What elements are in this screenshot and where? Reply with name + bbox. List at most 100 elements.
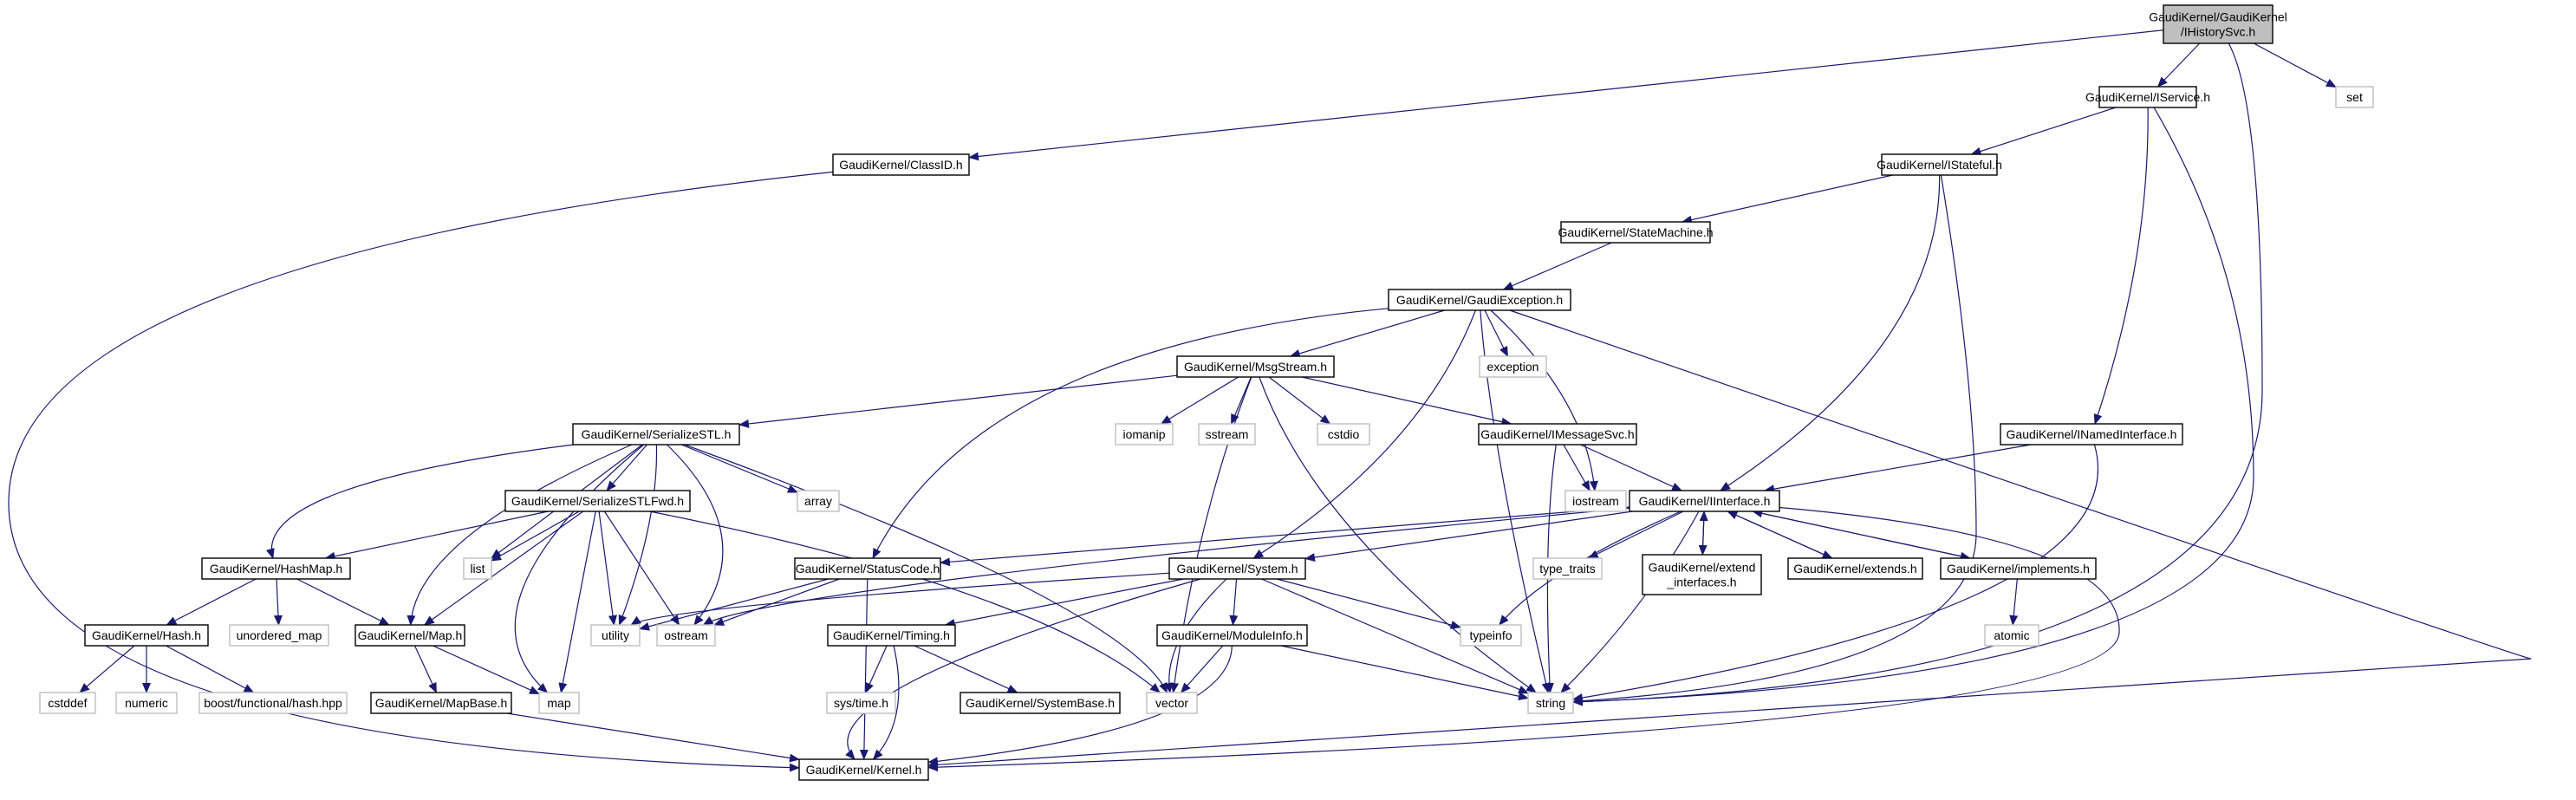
edge-iinterface-to-statuscode [940, 506, 1630, 567]
edge-ihistorysvc-to-iservice [2156, 42, 2201, 88]
node-box [1317, 423, 1370, 446]
edge-msgstream-to-string [1259, 376, 1537, 693]
edge-serializestl-to-hashmap [266, 444, 575, 559]
node-box [1460, 624, 1522, 647]
node-moduleinfo[interactable]: GaudiKernel/ModuleInfo.h [1156, 624, 1308, 647]
node-exception: exception [1479, 355, 1547, 378]
node-gaudiexception[interactable]: GaudiKernel/GaudiException.h [1388, 289, 1571, 311]
node-vector: vector [1146, 692, 1198, 714]
node-hash[interactable]: GaudiKernel/Hash.h [84, 624, 209, 647]
node-mapstd: map [538, 692, 580, 714]
edge-istateful-to-iinterface [1720, 174, 1941, 491]
node-cstddef: cstddef [39, 692, 96, 714]
node-label: sys/time.h [834, 696, 888, 710]
node-box [115, 692, 178, 714]
edge-iinterface-to-ostream [702, 507, 1630, 626]
edge-msgstream-to-vector [1170, 376, 1252, 693]
edge-serializestl-to-serializestlfwd [606, 444, 647, 491]
node-box [355, 624, 465, 647]
edge-imessagesvc-to-iinterface [1580, 444, 1682, 491]
node-label: GaudiKernel/SerializeSTLFwd.h [511, 494, 684, 508]
node-label: numeric [125, 696, 168, 710]
node-systembase[interactable]: GaudiKernel/SystemBase.h [959, 692, 1121, 714]
node-box [1479, 355, 1547, 378]
node-box [1787, 557, 1923, 580]
node-imessagesvc[interactable]: GaudiKernel/IMessageSvc.h [1478, 423, 1637, 446]
edge-inamedinterface-to-string [1572, 444, 2099, 702]
node-box [39, 692, 96, 714]
node-msgstream[interactable]: GaudiKernel/MsgStream.h [1176, 355, 1335, 378]
node-label: GaudiKernel/ClassID.h [839, 158, 962, 172]
node-implements[interactable]: GaudiKernel/implements.h [1940, 557, 2097, 580]
edge-mapgk-to-mapbase [413, 645, 438, 693]
node-typeinfo: typeinfo [1460, 624, 1522, 647]
node-ostream: ostream [656, 624, 716, 647]
edge-iservice-to-string [1572, 107, 2254, 706]
edge-system-to-kernel [845, 578, 1201, 760]
edge-classid-to-kernel [8, 171, 834, 772]
node-ihistorysvc[interactable]: GaudiKernel/GaudiKernel/IHistorySvc.h [2149, 4, 2287, 44]
node-box [832, 153, 970, 176]
node-label: GaudiKernel/System.h [1176, 562, 1298, 576]
edge-hashmap-to-hash [166, 578, 257, 626]
node-label: GaudiKernel/SystemBase.h [966, 696, 1115, 710]
node-timing[interactable]: GaudiKernel/Timing.h [827, 624, 956, 647]
edge-moduleinfo-to-kernel [927, 645, 1233, 766]
node-box [229, 624, 329, 647]
node-box [201, 557, 351, 580]
edge-msgstream-to-serializestl [738, 374, 1178, 428]
node-mapbase[interactable]: GaudiKernel/MapBase.h [370, 692, 512, 714]
node-classid[interactable]: GaudiKernel/ClassID.h [832, 153, 970, 176]
node-label: ostream [664, 628, 708, 642]
node-box [1527, 692, 1574, 714]
node-statemachine[interactable]: GaudiKernel/StateMachine.h [1558, 221, 1714, 244]
edge-gaudiexception-to-iostream [1490, 309, 1598, 491]
edge-serializestl-to-mapgk [407, 444, 633, 626]
node-box [1176, 355, 1335, 378]
node-iservice[interactable]: GaudiKernel/IService.h [2085, 86, 2210, 108]
edge-serializestl-to-vector [684, 444, 1168, 693]
edge-iservice-to-istateful [1970, 107, 2117, 156]
edge-serializestl-to-ostream [666, 444, 724, 626]
node-box [1532, 557, 1603, 580]
node-statuscode[interactable]: GaudiKernel/StatusCode.h [794, 557, 941, 580]
node-extend_interfaces[interactable]: GaudiKernel/extend_interfaces.h [1642, 554, 1762, 595]
node-system[interactable]: GaudiKernel/System.h [1168, 557, 1306, 580]
node-box [797, 490, 840, 512]
edge-iinterface-to-type_traits [1587, 511, 1684, 559]
node-istateful[interactable]: GaudiKernel/IStateful.h [1877, 153, 2002, 176]
node-box [1115, 423, 1174, 446]
node-extends[interactable]: GaudiKernel/extends.h [1787, 557, 1923, 580]
node-label: GaudiKernel/MapBase.h [375, 696, 508, 710]
node-label: list [470, 562, 485, 576]
edge-system-to-moduleinfo [1229, 578, 1239, 626]
edge-istateful-to-statemachine [1681, 174, 1893, 224]
edge-hashmap-to-unordered_map [273, 578, 283, 626]
edge-statuscode-to-utility [639, 578, 829, 631]
node-serializestlfwd[interactable]: GaudiKernel/SerializeSTLFwd.h [504, 490, 691, 512]
edge-iservice-to-inamedinterface [2093, 107, 2149, 425]
node-kernel[interactable]: GaudiKernel/Kernel.h [798, 758, 929, 781]
node-label: GaudiKernel/StatusCode.h [796, 562, 940, 576]
edge-implements-to-iinterface [1752, 509, 1970, 559]
node-label: iostream [1572, 494, 1619, 508]
node-box [827, 624, 956, 647]
node-iinterface[interactable]: GaudiKernel/IInterface.h [1629, 490, 1780, 512]
node-label: unordered_map [237, 628, 322, 642]
node-hashmap[interactable]: GaudiKernel/HashMap.h [201, 557, 351, 580]
node-list: list [463, 557, 492, 580]
node-label: GaudiKernel/GaudiKernel [2149, 10, 2287, 24]
node-inamedinterface[interactable]: GaudiKernel/INamedInterface.h [2000, 423, 2183, 446]
node-systime: sys/time.h [826, 692, 896, 714]
edge-gaudiexception-to-string [1480, 309, 1551, 693]
node-box [590, 624, 641, 647]
node-serializestl[interactable]: GaudiKernel/SerializeSTL.h [572, 423, 740, 446]
node-cstdio: cstdio [1317, 423, 1370, 446]
node-mapgk[interactable]: GaudiKernel/Map.h [355, 624, 465, 647]
edge-statemachine-to-gaudiexception [1502, 242, 1612, 290]
edge-system-to-timing [944, 578, 1184, 628]
node-label: map [547, 696, 570, 710]
node-label: type_traits [1539, 562, 1596, 576]
node-box [84, 624, 209, 647]
node-box [656, 624, 716, 647]
